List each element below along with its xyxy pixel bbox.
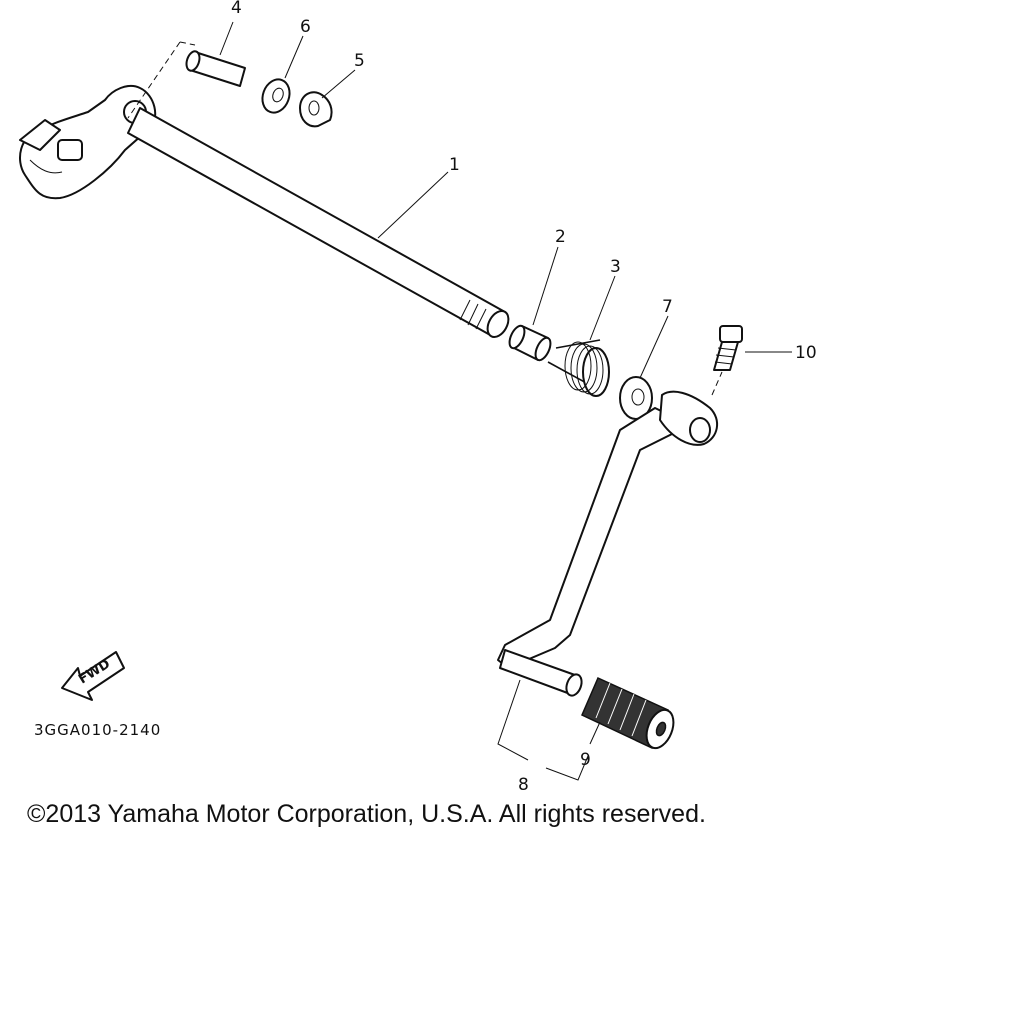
shift-arm bbox=[19, 84, 157, 200]
callout-9: 9 bbox=[580, 750, 591, 770]
callout-7: 7 bbox=[662, 297, 673, 317]
pin-4 bbox=[185, 50, 246, 87]
leader-lines bbox=[127, 21, 792, 781]
callout-6: 6 bbox=[300, 17, 311, 37]
washer-6 bbox=[261, 78, 291, 114]
parts-diagram: 1 2 3 4 5 6 7 8 9 10 FWD 3GGA010-2140 bbox=[19, 0, 817, 795]
callout-4: 4 bbox=[231, 0, 242, 18]
copyright-notice: ©2013 Yamaha Motor Corporation, U.S.A. A… bbox=[27, 800, 706, 828]
circlip-5 bbox=[299, 91, 333, 128]
collar-2 bbox=[508, 324, 552, 362]
shift-pedal-8 bbox=[497, 390, 719, 697]
footpeg-rubber-9 bbox=[581, 676, 675, 750]
callout-5: 5 bbox=[354, 51, 365, 71]
shift-shaft bbox=[127, 107, 510, 338]
fwd-arrow-icon: FWD bbox=[61, 651, 125, 701]
callout-3: 3 bbox=[610, 257, 621, 277]
diagram-code: 3GGA010-2140 bbox=[34, 721, 161, 739]
callout-1: 1 bbox=[449, 155, 460, 175]
torsion-spring-3 bbox=[547, 339, 610, 397]
callout-2: 2 bbox=[555, 227, 566, 247]
bolt-10 bbox=[713, 325, 743, 371]
callout-10: 10 bbox=[795, 343, 817, 363]
callout-8: 8 bbox=[518, 775, 529, 795]
